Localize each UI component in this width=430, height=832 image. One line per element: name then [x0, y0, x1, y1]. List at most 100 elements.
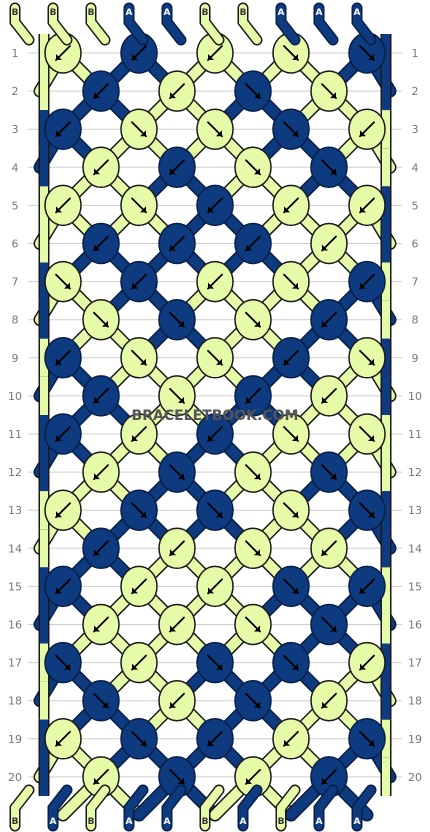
- knot[interactable]: [196, 413, 234, 455]
- knot[interactable]: [120, 413, 158, 455]
- knot[interactable]: [120, 718, 158, 760]
- knot[interactable]: [82, 527, 120, 570]
- knot[interactable]: [44, 641, 82, 684]
- knot[interactable]: [44, 184, 82, 227]
- knot[interactable]: [158, 603, 196, 646]
- knot[interactable]: [44, 337, 82, 379]
- knot[interactable]: [120, 260, 158, 303]
- knot[interactable]: [44, 108, 82, 150]
- arrow-head-icon: [330, 168, 336, 175]
- knot[interactable]: [348, 184, 386, 227]
- knot[interactable]: [310, 70, 348, 112]
- knot[interactable]: [44, 260, 82, 303]
- knot[interactable]: [196, 565, 234, 608]
- knot[interactable]: [82, 603, 120, 646]
- knot[interactable]: [82, 222, 120, 265]
- knot[interactable]: [234, 603, 272, 646]
- knot[interactable]: [158, 298, 196, 341]
- knot[interactable]: [348, 489, 386, 531]
- knot[interactable]: [196, 718, 234, 760]
- knot[interactable]: [120, 641, 158, 684]
- row-number-right: 9: [412, 352, 419, 365]
- knot[interactable]: [234, 222, 272, 265]
- knot[interactable]: [272, 641, 310, 684]
- knot[interactable]: [272, 184, 310, 227]
- knot[interactable]: [82, 756, 120, 798]
- arrow-head-icon: [322, 244, 328, 251]
- knot[interactable]: [348, 260, 386, 303]
- knot[interactable]: [310, 527, 348, 570]
- row-number-left: 12: [8, 466, 22, 479]
- knot[interactable]: [44, 718, 82, 760]
- knot[interactable]: [234, 298, 272, 341]
- knot[interactable]: [234, 527, 272, 570]
- knot[interactable]: [158, 451, 196, 493]
- arrow-head-icon: [360, 282, 366, 289]
- knot[interactable]: [234, 146, 272, 189]
- knot[interactable]: [196, 108, 234, 150]
- arrow-head-icon: [132, 54, 138, 60]
- knot[interactable]: [348, 641, 386, 684]
- knot[interactable]: [44, 565, 82, 608]
- knot[interactable]: [82, 679, 120, 722]
- knot[interactable]: [158, 222, 196, 265]
- strand-stub-bottom-fill: [125, 786, 147, 830]
- knot[interactable]: [120, 32, 158, 74]
- knot[interactable]: [310, 603, 348, 646]
- knot[interactable]: [272, 718, 310, 760]
- knot[interactable]: [234, 70, 272, 112]
- knot[interactable]: [158, 527, 196, 570]
- knot[interactable]: [310, 451, 348, 493]
- knot[interactable]: [44, 413, 82, 455]
- knot[interactable]: [196, 337, 234, 379]
- knot[interactable]: [120, 565, 158, 608]
- knot[interactable]: [272, 337, 310, 379]
- knot[interactable]: [158, 679, 196, 722]
- knot[interactable]: [310, 679, 348, 722]
- knot[interactable]: [348, 337, 386, 379]
- knot[interactable]: [234, 679, 272, 722]
- knot[interactable]: [310, 146, 348, 189]
- knot[interactable]: [310, 375, 348, 417]
- knot[interactable]: [158, 375, 196, 417]
- knot[interactable]: [120, 108, 158, 150]
- knot[interactable]: [348, 565, 386, 608]
- knot[interactable]: [272, 108, 310, 150]
- knot[interactable]: [82, 146, 120, 189]
- knot[interactable]: [82, 451, 120, 493]
- knot[interactable]: [348, 108, 386, 150]
- knot[interactable]: [196, 32, 234, 74]
- knot[interactable]: [310, 298, 348, 341]
- knot[interactable]: [196, 641, 234, 684]
- row-number-right: 16: [408, 619, 422, 632]
- knot[interactable]: [348, 32, 386, 74]
- knot[interactable]: [196, 260, 234, 303]
- knot[interactable]: [234, 375, 272, 417]
- knot[interactable]: [82, 70, 120, 112]
- knot[interactable]: [82, 298, 120, 341]
- knot[interactable]: [196, 489, 234, 531]
- knot[interactable]: [272, 489, 310, 531]
- knot[interactable]: [272, 413, 310, 455]
- knot[interactable]: [44, 489, 82, 531]
- knot[interactable]: [234, 451, 272, 493]
- knot[interactable]: [82, 375, 120, 417]
- knot[interactable]: [348, 413, 386, 455]
- knot[interactable]: [310, 222, 348, 265]
- row-number-right: 6: [412, 238, 419, 251]
- knot[interactable]: [234, 756, 272, 798]
- knot[interactable]: [120, 489, 158, 531]
- knot[interactable]: [196, 184, 234, 227]
- row-number-left: 17: [8, 657, 22, 670]
- knot[interactable]: [158, 146, 196, 189]
- arrow-head-icon: [292, 663, 298, 670]
- knot[interactable]: [120, 337, 158, 379]
- knot[interactable]: [158, 756, 196, 798]
- knot[interactable]: [310, 756, 348, 798]
- knot[interactable]: [272, 565, 310, 608]
- knot[interactable]: [158, 70, 196, 112]
- knot[interactable]: [348, 718, 386, 760]
- knot[interactable]: [120, 184, 158, 227]
- knot[interactable]: [272, 260, 310, 303]
